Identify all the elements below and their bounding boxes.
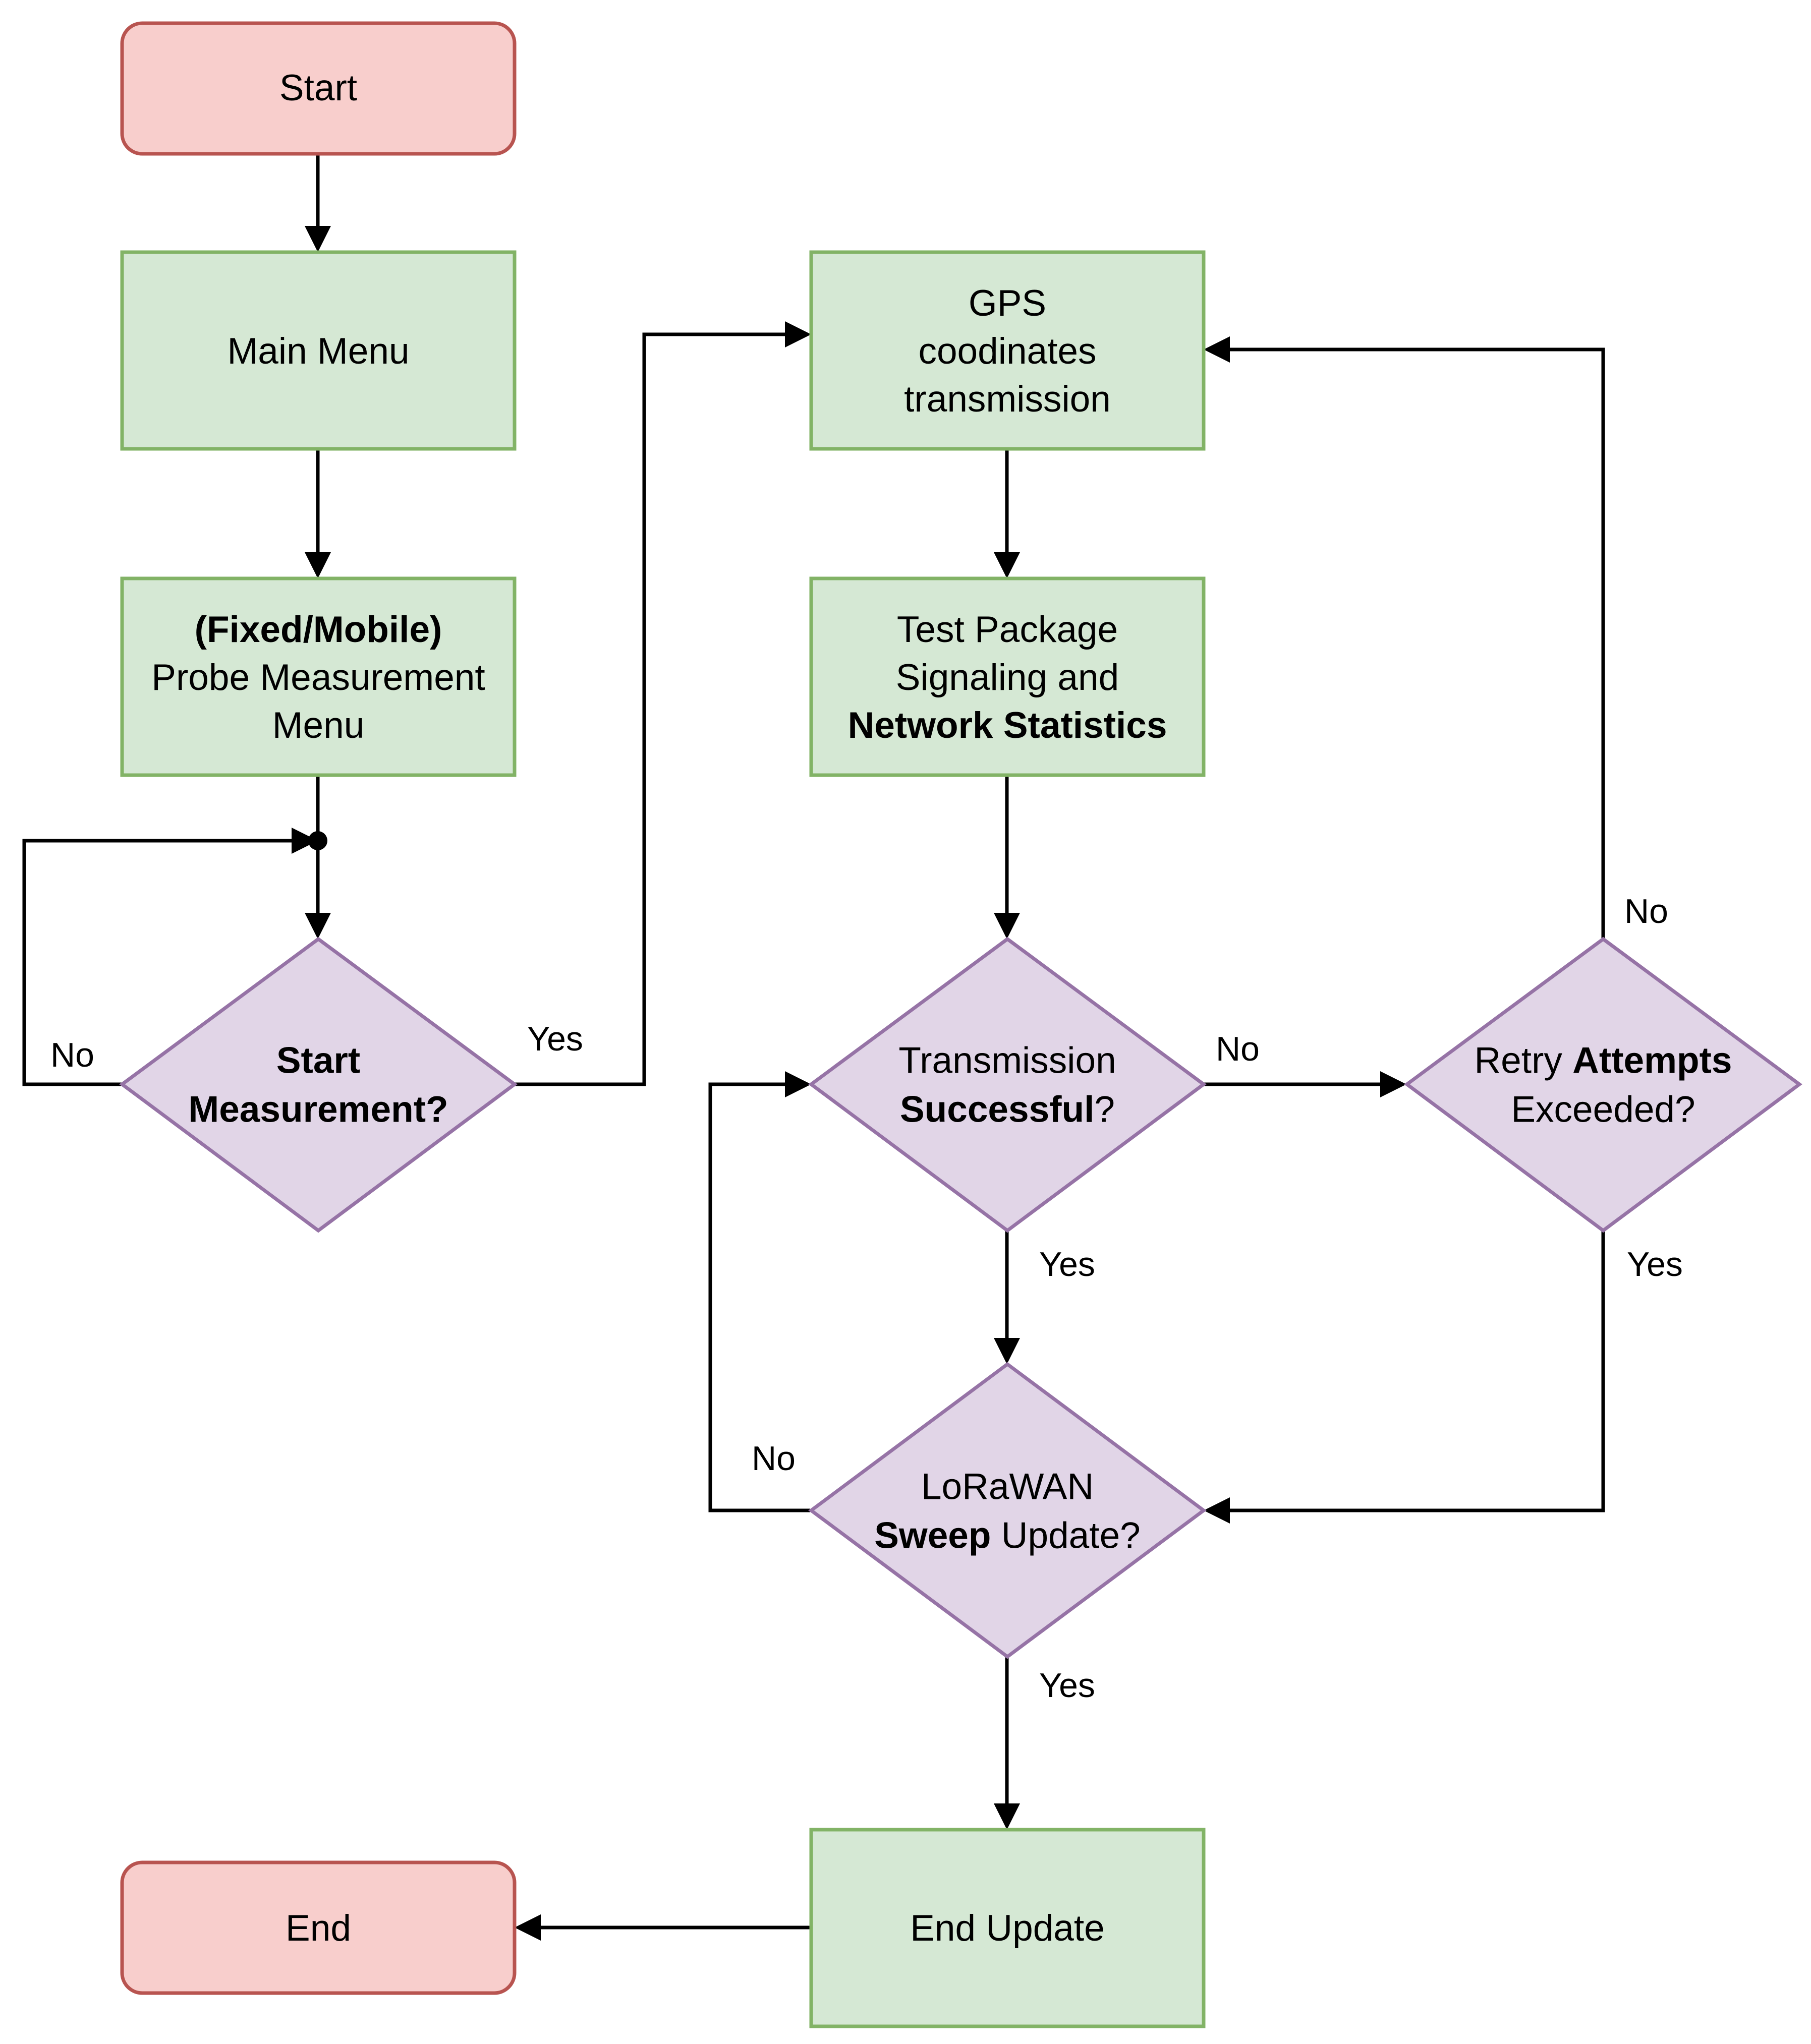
- label-segment: Exceeded?: [1511, 1089, 1695, 1130]
- nodes: Start Main Menu (Fixed/Mobile) Probe Meas…: [119, 21, 1802, 2028]
- label-segment: transmission: [904, 379, 1111, 420]
- arrowhead: [1204, 1497, 1230, 1524]
- arrowhead: [1380, 1071, 1406, 1097]
- decision-lorawan-sweep-update-label: LoRaWAN Sweep Update?: [874, 1467, 1141, 1556]
- arrowhead: [1204, 336, 1230, 363]
- label-segment: Transmission: [898, 1040, 1116, 1081]
- node-start-label: Start: [279, 68, 357, 108]
- node-start: Start: [120, 21, 517, 156]
- arrowhead: [305, 226, 331, 252]
- arrowhead: [994, 913, 1020, 939]
- edge-labels: No Yes No Yes No Yes No Yes: [50, 892, 1683, 1705]
- label-segment: ?: [1094, 1089, 1115, 1130]
- connectors: [22, 154, 1605, 1941]
- node-end: End: [120, 1860, 517, 1995]
- arrowhead: [994, 1338, 1020, 1364]
- edge-label-retry-yes: Yes: [1627, 1245, 1683, 1283]
- node-main-menu: Main Menu: [120, 250, 517, 451]
- label-segment: (Fixed/Mobile): [195, 609, 442, 650]
- label-segment: coodinates: [918, 331, 1096, 372]
- edge-label-transmission-no: No: [1216, 1030, 1260, 1068]
- edge-label-lorawan-no: No: [752, 1439, 796, 1478]
- label-segment: Menu: [272, 705, 365, 746]
- edge-start-measurement-yes: [515, 332, 785, 1086]
- node-gps-transmission-label: GPS coodinates transmission: [904, 283, 1111, 420]
- arrowhead: [785, 1071, 811, 1097]
- edge-label-start-measurement-no: No: [50, 1036, 94, 1074]
- label-segment: Start: [276, 1040, 360, 1081]
- label-segment: Test Package: [897, 609, 1118, 650]
- edge-label-retry-no: No: [1624, 892, 1668, 930]
- label-segment: GPS: [969, 283, 1046, 324]
- arrowhead: [292, 828, 318, 854]
- arrowhead: [994, 1803, 1020, 1830]
- label-segment: Start: [279, 68, 357, 108]
- edge-label-lorawan-yes: Yes: [1039, 1666, 1095, 1705]
- label-segment: Probe Measurement: [151, 657, 485, 698]
- label-segment: Main Menu: [227, 331, 409, 372]
- label-segment: Network Statistics: [848, 705, 1167, 746]
- arrowhead: [785, 321, 811, 347]
- arrowhead: [305, 552, 331, 578]
- label-segment: End: [286, 1908, 351, 1949]
- label-segment: Measurement?: [188, 1089, 448, 1130]
- edge-start-measurement-no: [22, 839, 293, 1086]
- arrowhead: [994, 552, 1020, 578]
- edge-label-transmission-yes: Yes: [1039, 1245, 1095, 1283]
- edge-lorawan-no: [708, 1082, 810, 1512]
- node-end-label: End: [286, 1908, 351, 1949]
- label-segment: LoRaWAN: [921, 1467, 1094, 1507]
- node-end-update: End Update: [809, 1828, 1206, 2028]
- node-main-menu-label: Main Menu: [227, 331, 409, 372]
- node-end-update-label: End Update: [910, 1908, 1105, 1949]
- label-segment: Successful: [900, 1089, 1094, 1130]
- label-segment: End Update: [910, 1908, 1105, 1949]
- label-segment: Attempts: [1572, 1040, 1732, 1081]
- label-segment: Sweep: [874, 1515, 991, 1556]
- arrowhead: [515, 1914, 541, 1941]
- edge-retry-no: [1230, 347, 1605, 938]
- edge-retry-yes: [1230, 1231, 1605, 1512]
- edge-label-start-measurement-yes: Yes: [527, 1020, 583, 1058]
- decision-lorawan-sweep-update: LoRaWAN Sweep Update?: [808, 1362, 1207, 1659]
- label-segment: Signaling and: [896, 657, 1119, 698]
- node-gps-transmission: GPS coodinates transmission: [809, 250, 1206, 451]
- arrowhead: [305, 913, 331, 939]
- label-segment: Retry: [1474, 1040, 1572, 1081]
- label-segment: Update?: [991, 1515, 1140, 1556]
